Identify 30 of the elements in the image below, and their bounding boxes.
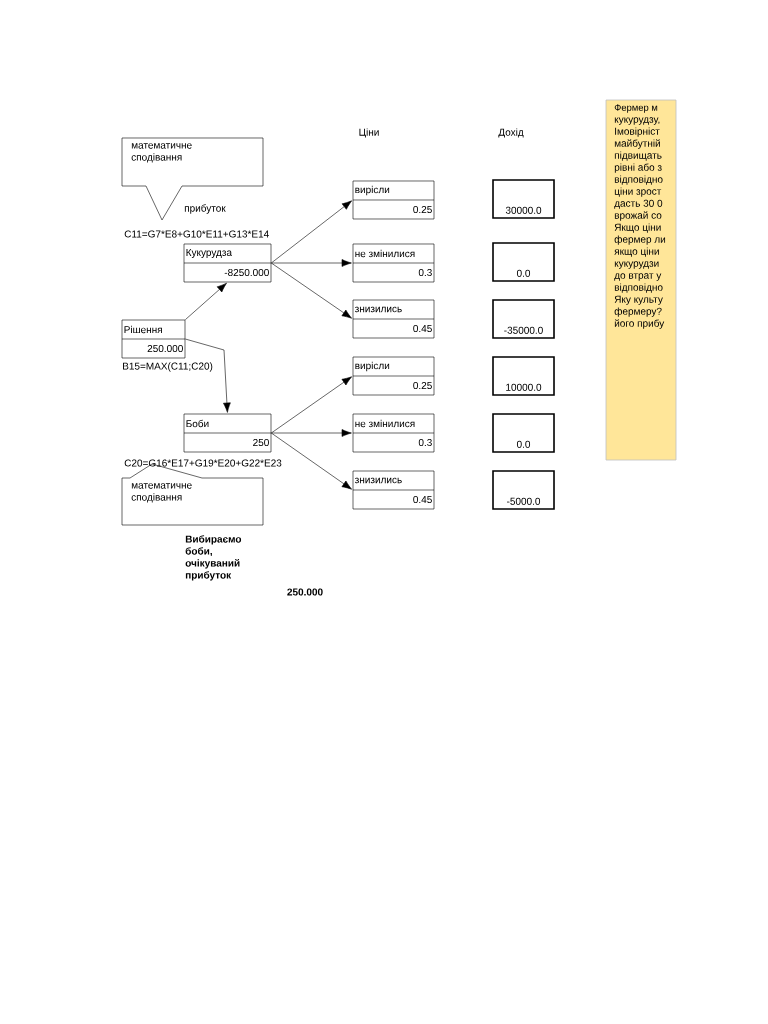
arrow bbox=[271, 200, 352, 264]
table-cell-box: вирісли 0.25 bbox=[352, 356, 435, 396]
arrow bbox=[271, 262, 352, 319]
value-box: 0.0 bbox=[492, 242, 555, 282]
arrow bbox=[271, 376, 352, 434]
table-cell-box: Кукурудза -8250.000 bbox=[183, 243, 272, 283]
value-box: 30000.0 bbox=[492, 179, 555, 219]
arrow bbox=[271, 259, 352, 267]
arrow bbox=[271, 429, 352, 437]
arrow bbox=[185, 282, 227, 320]
arrow bbox=[271, 432, 352, 490]
value-box: -35000.0 bbox=[492, 299, 555, 339]
arrow bbox=[185, 338, 231, 413]
table-cell-box: Рішення 250.000 bbox=[121, 319, 186, 359]
text-label: Ціни bbox=[359, 128, 379, 138]
text-label: Дохід bbox=[498, 128, 524, 138]
note-panel: Фермер м кукурудзу, Імовірніст майбутній підвищать рівні або з відповідно ціни зрост дасть 30 0 врожай со Якщо ціни фермер ли якщо ціни кукурудзи до втрат у відповідно Яку культу фермеру? його прибу bbox=[605, 99, 677, 461]
value-box: 0.0 bbox=[492, 413, 555, 453]
table-cell-box: вирісли 0.25 bbox=[352, 180, 435, 220]
table-cell-box: знизились 0.45 bbox=[352, 299, 435, 339]
text-label: прибуток bbox=[184, 204, 226, 214]
table-cell-box: Боби 250 bbox=[183, 413, 272, 453]
table-cell-box: не змінилися 0.3 bbox=[352, 243, 435, 283]
value-box: 10000.0 bbox=[492, 356, 555, 396]
text-label: C11=G7*E8+G10*E11+G13*E14 bbox=[124, 230, 269, 238]
table-cell-box: не змінилися 0.3 bbox=[352, 413, 435, 453]
text-label: Вибираємо боби, очікуваний прибуток bbox=[185, 535, 242, 581]
value-box: -5000.0 bbox=[492, 470, 555, 510]
text-label: 250.000 bbox=[287, 588, 323, 596]
table-cell-box: знизились 0.45 bbox=[352, 470, 435, 510]
